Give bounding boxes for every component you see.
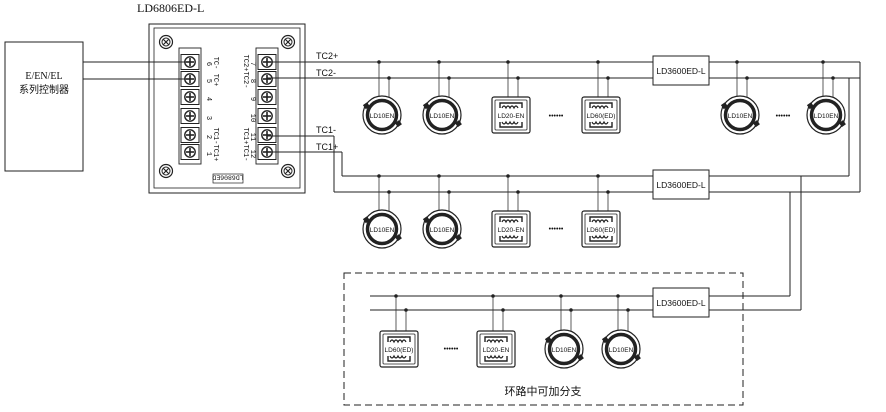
ellipsis-dots: •••••• [549, 113, 564, 120]
smoke-detector: LD10EN [421, 60, 464, 136]
terminal-screw-icon [257, 107, 277, 125]
terminal-labels-right: TC2+TC2- TC1+TC1- [241, 55, 249, 162]
terminal-label: TC1+ [241, 128, 249, 145]
isolator-3-label: LD3600ED-L [656, 298, 705, 308]
terminal-number: 7 [248, 62, 256, 66]
isolator-3: LD3600ED-L [652, 287, 710, 318]
corner-screw-icon [280, 163, 296, 179]
controller-model-label: E/EN/EL [25, 71, 62, 82]
corner-screw-icon [158, 34, 174, 50]
ellipsis-dots: •••••• [776, 113, 791, 120]
bus-branch [370, 176, 802, 311]
device-label: LD60(ED) [587, 227, 616, 234]
terminal-labels-left: TC- TC+ TC1-TC1+ [211, 57, 219, 162]
wire-label-tc2-minus: TC2- [316, 68, 336, 78]
terminal-number: 2 [204, 135, 212, 139]
terminal-number: 12 [248, 150, 256, 158]
wire-label-tc2-plus: TC2+ [316, 51, 338, 61]
terminal-number: 11 [248, 133, 256, 141]
wire-label-tc1-plus: TC1+ [316, 142, 338, 152]
device-label: LD10EN [552, 347, 577, 354]
terminal-numbers-left: 6 5 4 3 2 1 [204, 62, 212, 156]
device-label: LD60(ED) [385, 347, 414, 354]
controller-type-label: 系列控制器 [19, 83, 69, 96]
terminal-screw-icon [180, 143, 200, 161]
smoke-detector: LD10EN [543, 294, 586, 370]
terminal-number: 6 [204, 62, 212, 66]
device-module: LD20-EN [491, 174, 531, 248]
terminal-screw-icon [257, 126, 277, 144]
device-label: LD10EN [609, 347, 634, 354]
device-label: LD10EN [370, 227, 395, 234]
smoke-detector: LD10EN [421, 174, 464, 250]
corner-screw-icon [158, 163, 174, 179]
smoke-detector: LD10EN [719, 60, 762, 136]
isolator-2: LD3600ED-L [652, 169, 710, 200]
branch-note: 环路中可加分支 [505, 385, 582, 398]
device-module: LD60(ED) [581, 60, 621, 134]
terminal-label: TC2+ [241, 55, 249, 72]
terminal-number: 1 [204, 152, 212, 156]
device-label: LD10EN [728, 113, 753, 120]
device-label: LD10EN [430, 227, 455, 234]
device-label: LD10EN [370, 113, 395, 120]
device-label: LD20-EN [498, 113, 525, 120]
controller-wires [83, 61, 188, 80]
model-plate: LD6806ED [212, 174, 243, 181]
controller-box: E/EN/EL 系列控制器 [4, 41, 84, 172]
terminal-number: 3 [204, 116, 212, 120]
terminal-number: 9 [248, 97, 256, 101]
devices-layer: LD10EN LD10EN LD20-EN LD60(ED) LD10EN LD10EN •… [361, 60, 848, 370]
module-title: LD6806ED-L [137, 1, 204, 15]
ellipsis-dots: •••••• [549, 226, 564, 233]
smoke-detector: LD10EN [361, 174, 404, 250]
device-label: LD10EN [814, 113, 839, 120]
ellipsis-dots: •••••• [444, 346, 459, 353]
terminal-screw-icon [257, 70, 277, 88]
smoke-detector: LD10EN [805, 60, 848, 136]
isolator-1-label: LD3600ED-L [656, 66, 705, 76]
terminal-screw-icon [180, 107, 200, 125]
terminal-label: TC- [211, 57, 219, 70]
device-label: LD10EN [430, 113, 455, 120]
device-label: LD20-EN [483, 347, 510, 354]
device-module: LD60(ED) [581, 174, 621, 248]
terminal-label: TC1- [211, 128, 219, 145]
terminal-label: TC+ [211, 74, 219, 87]
bus-tc2: TC2+ TC2- [267, 51, 861, 192]
wire-label-tc1-minus: TC1- [316, 125, 336, 135]
terminal-number: 5 [204, 79, 212, 83]
terminal-label: TC1- [241, 145, 249, 162]
smoke-detector: LD10EN [600, 294, 643, 370]
corner-screw-icon [280, 34, 296, 50]
isolator-2-label: LD3600ED-L [656, 180, 705, 190]
smoke-detector: LD10EN [361, 60, 404, 136]
bus-tc1: TC1- TC1+ [267, 125, 860, 193]
device-label: LD20-EN [498, 227, 525, 234]
device-module: LD60(ED) [379, 294, 419, 368]
terminal-number: 10 [248, 114, 256, 122]
terminal-screw-icon [180, 126, 200, 144]
isolator-1: LD3600ED-L [652, 55, 710, 86]
terminal-label: TC1+ [211, 145, 219, 162]
terminal-screw-icon [257, 88, 277, 106]
device-module: LD20-EN [491, 60, 531, 134]
terminal-number: 8 [248, 79, 256, 83]
terminal-number: 4 [204, 97, 212, 101]
terminal-screw-icon [180, 88, 200, 106]
device-label: LD60(ED) [587, 113, 616, 120]
terminal-label: TC2- [241, 72, 249, 89]
device-module: LD20-EN [476, 294, 516, 368]
terminal-numbers-right: 7 8 9 10 11 12 [248, 62, 256, 158]
branch-enclosure [343, 272, 744, 406]
